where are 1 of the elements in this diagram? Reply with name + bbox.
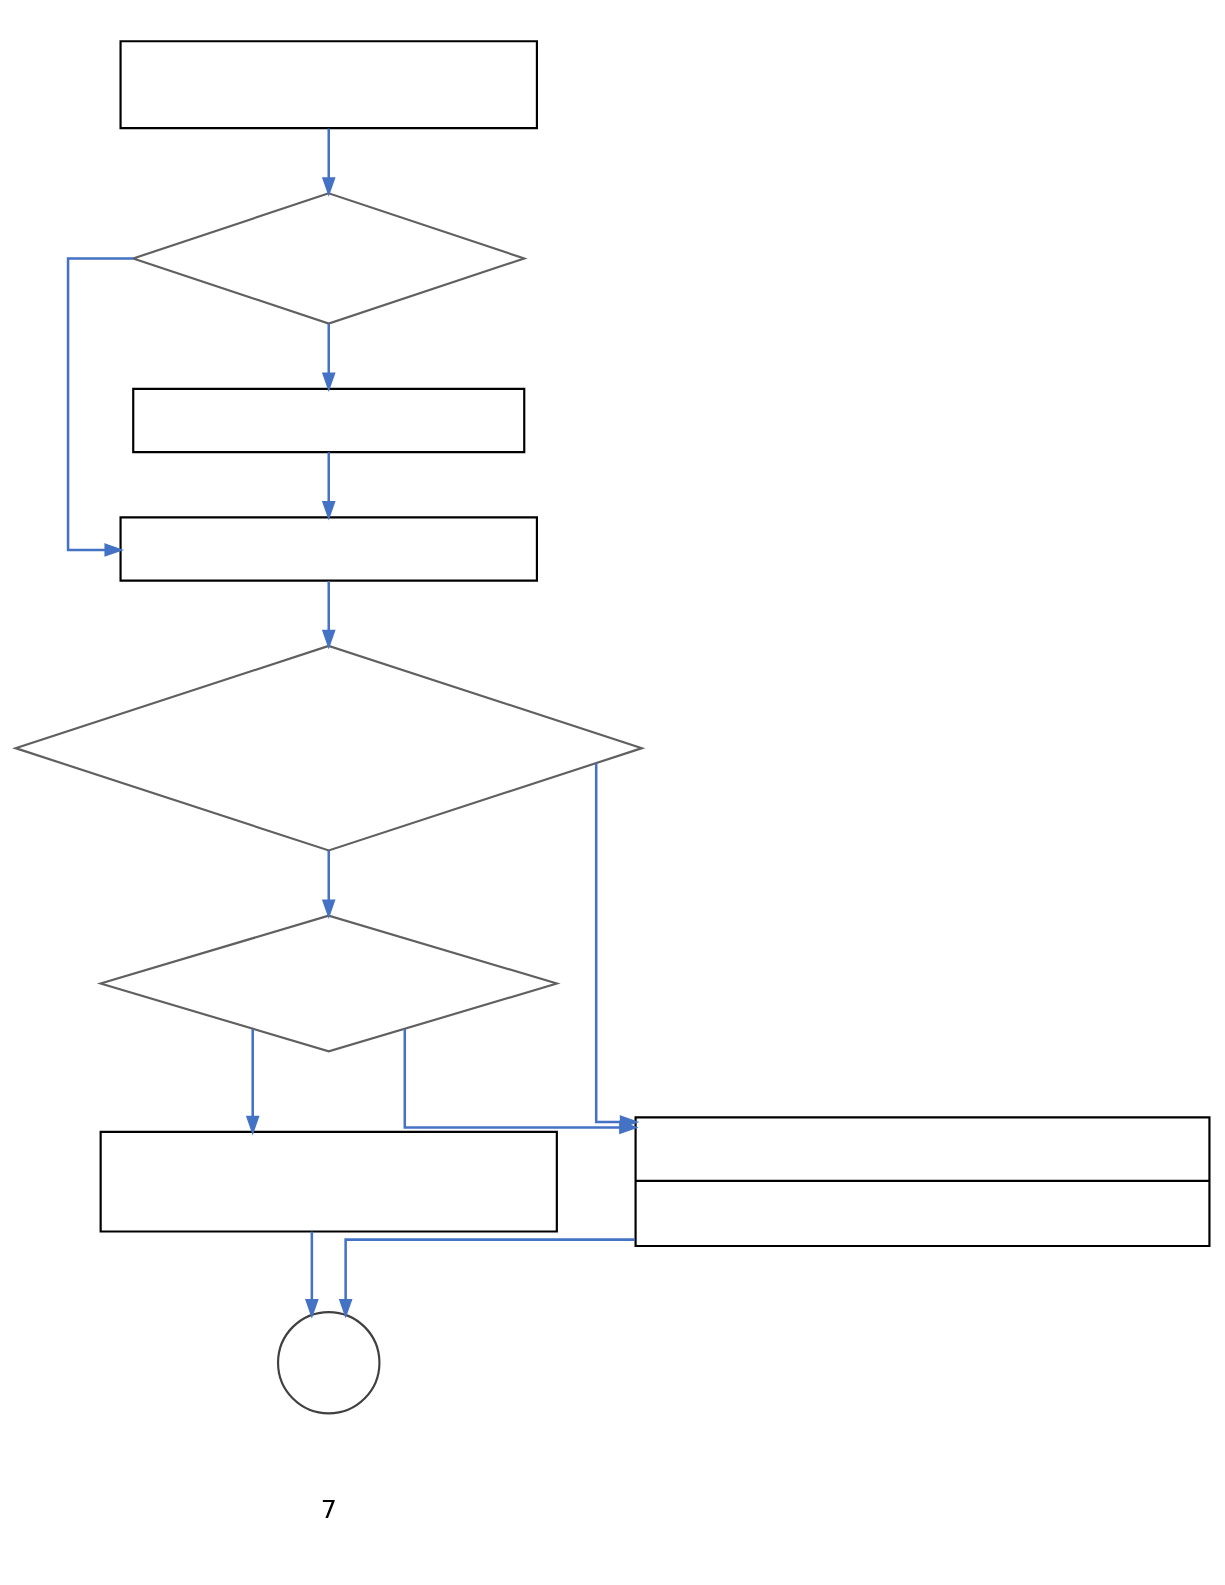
label: 7 <box>320 1493 337 1524</box>
